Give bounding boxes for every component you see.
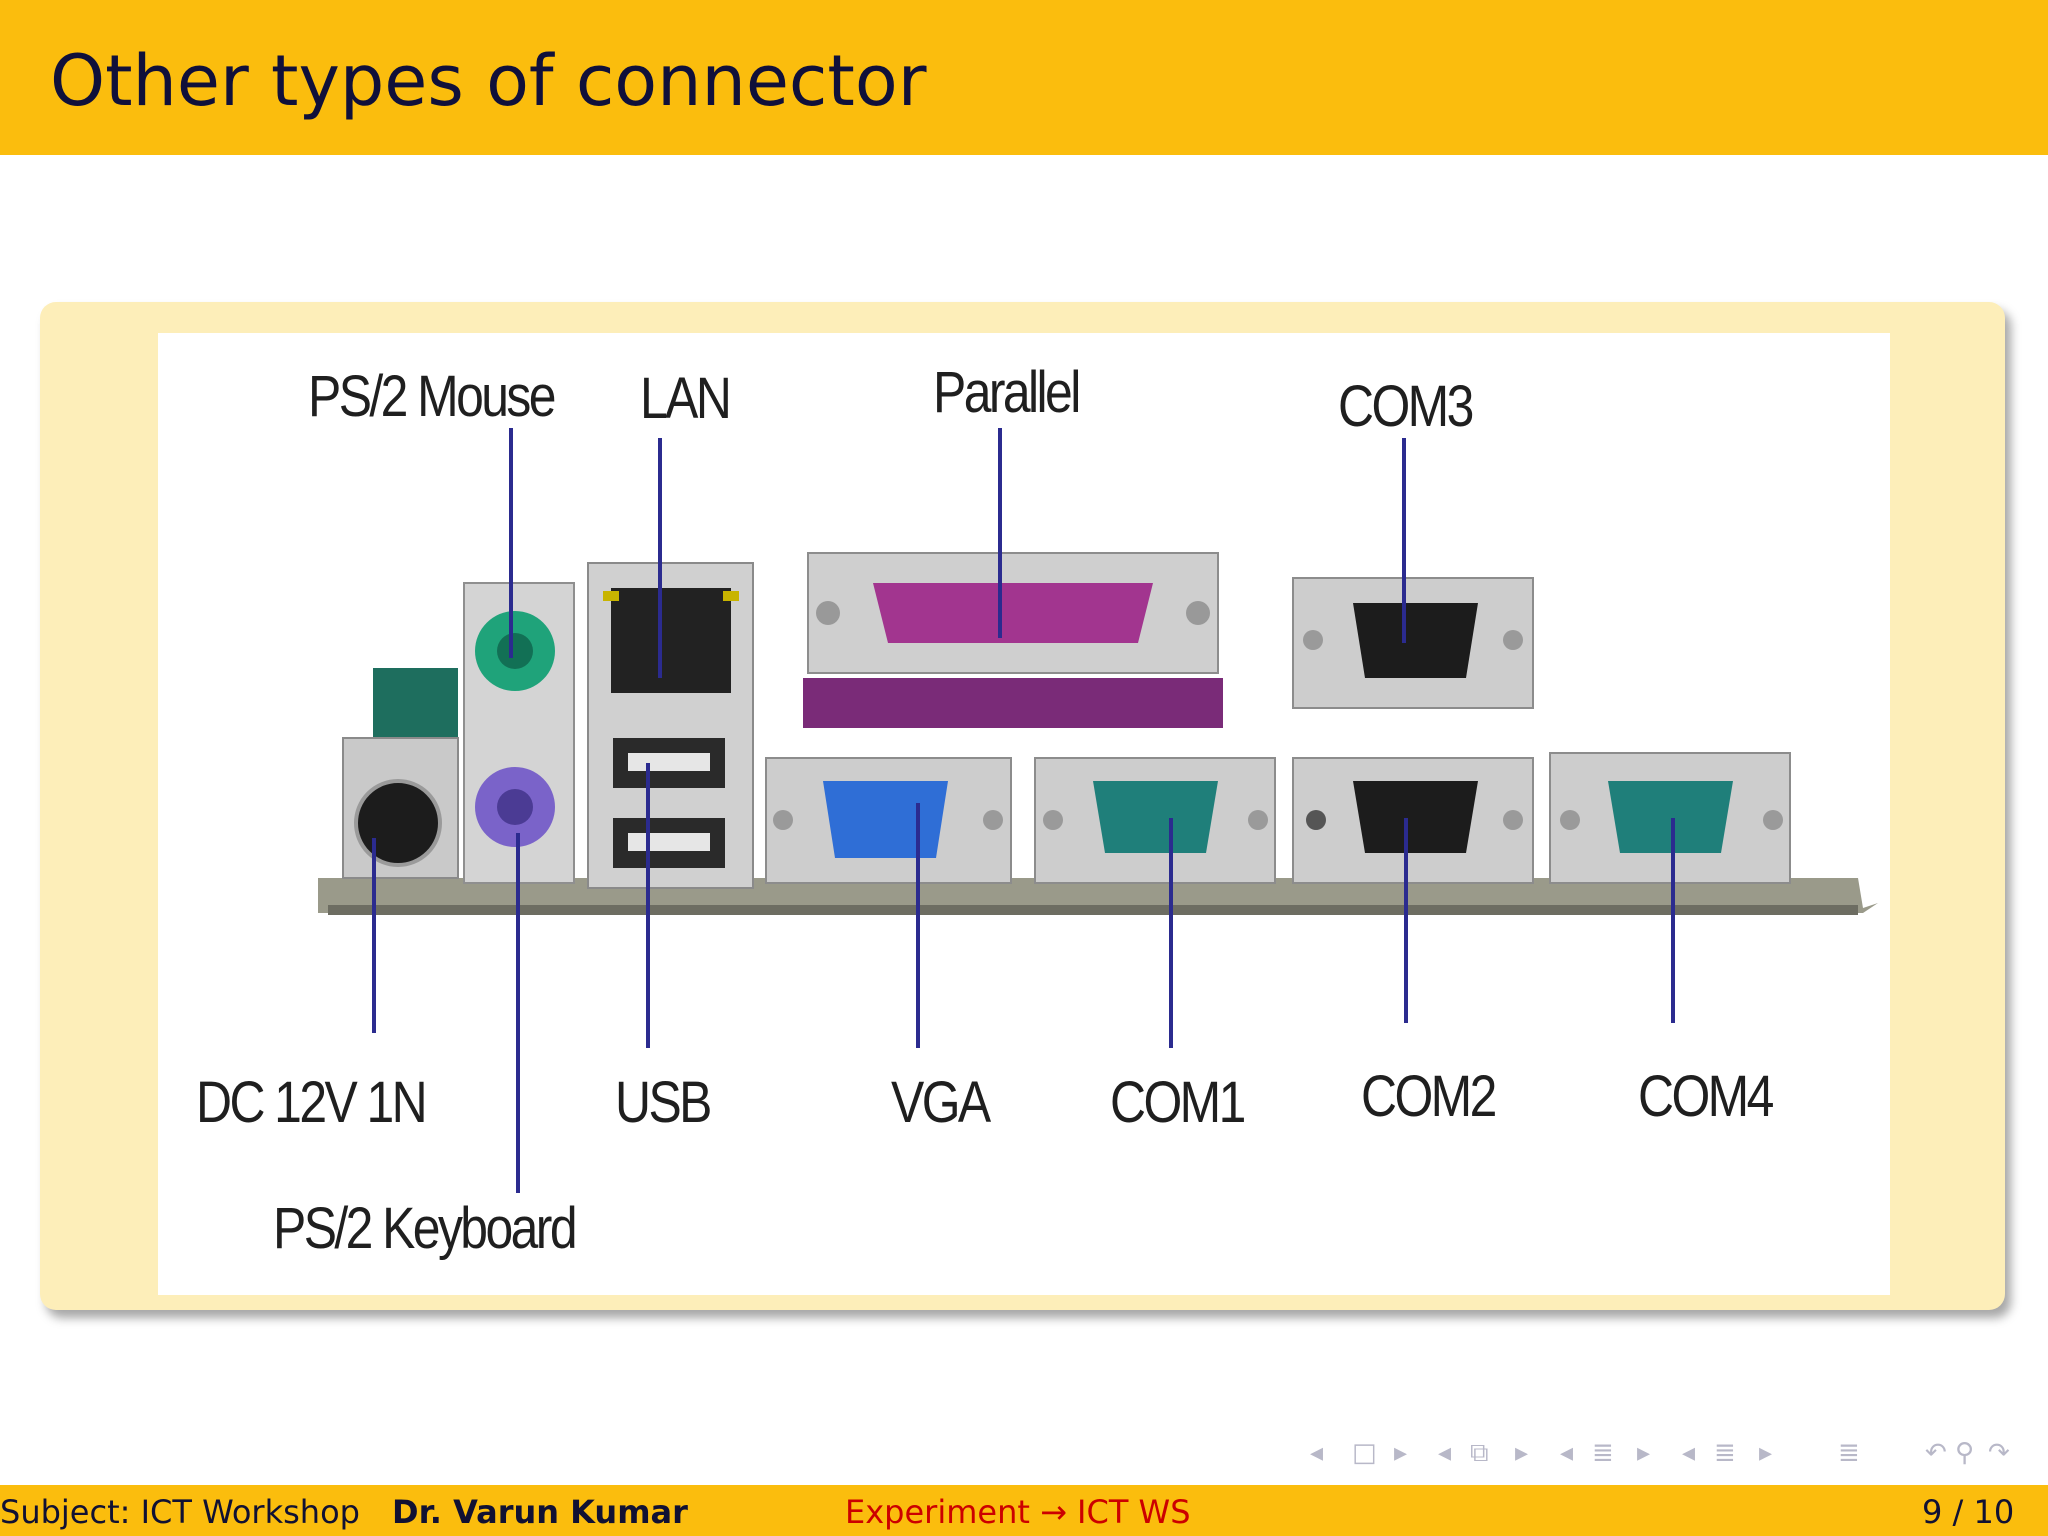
align-icon[interactable]: ≣ [1838, 1438, 1860, 1468]
next-section-icon[interactable]: ▸ [1637, 1438, 1651, 1468]
label-lan: LAN [640, 366, 732, 431]
connector-panel-image: PS/2 Mouse LAN Parallel COM3 DC 12V 1N U… [158, 333, 1890, 1295]
label-vga: VGA [891, 1070, 991, 1135]
label-ps2-mouse: PS/2 Mouse [308, 364, 556, 429]
label-com2: COM2 [1361, 1064, 1497, 1129]
search-icon[interactable]: ⚲ [1955, 1438, 1975, 1468]
subsection-icon[interactable]: ⧉ [1470, 1438, 1489, 1468]
label-com3: COM3 [1338, 374, 1474, 439]
redo-icon[interactable]: ↷ [1988, 1438, 2010, 1468]
footer-bar: Subject: ICT Workshop Dr. Varun Kumar Ex… [0, 1485, 2048, 1536]
label-com4: COM4 [1638, 1064, 1774, 1129]
footer-author: Dr. Varun Kumar [392, 1493, 688, 1531]
title-bar: Other types of connector [0, 0, 2048, 155]
subsection-list-icon[interactable]: ≣ [1714, 1438, 1736, 1468]
label-ps2-keyboard: PS/2 Keyboard [273, 1196, 578, 1261]
next-frame-icon[interactable]: ▸ [1394, 1438, 1408, 1468]
label-parallel: Parallel [933, 360, 1081, 425]
footer-subject: Subject: ICT Workshop [0, 1493, 360, 1531]
prev-subsection-alt-icon[interactable]: ◂ [1682, 1438, 1696, 1468]
next-subsection-icon[interactable]: ▸ [1515, 1438, 1529, 1468]
slide-title: Other types of connector [50, 40, 927, 122]
prev-section-icon[interactable]: ◂ [1560, 1438, 1574, 1468]
beamer-navigation: ◂ □ ▸ ◂ ⧉ ▸ ◂ ≣ ▸ ◂ ≣ ▸ ≣ ↶ ⚲ ↷ [1310, 1438, 2040, 1474]
section-icon[interactable]: ≣ [1592, 1438, 1614, 1468]
prev-frame-icon[interactable]: ◂ [1310, 1438, 1324, 1468]
frame-icon[interactable]: □ [1352, 1438, 1377, 1468]
next-subsection-alt-icon[interactable]: ▸ [1759, 1438, 1773, 1468]
label-dc-power: DC 12V 1N [196, 1070, 428, 1135]
footer-experiment: Experiment → ICT WS [845, 1493, 1191, 1531]
undo-icon[interactable]: ↶ [1925, 1438, 1947, 1468]
io-panel-drawing [318, 428, 1878, 1193]
label-com1: COM1 [1110, 1070, 1246, 1135]
footer-page-number: 9 / 10 [1922, 1493, 2015, 1531]
prev-subsection-icon[interactable]: ◂ [1438, 1438, 1452, 1468]
label-usb: USB [615, 1070, 712, 1135]
